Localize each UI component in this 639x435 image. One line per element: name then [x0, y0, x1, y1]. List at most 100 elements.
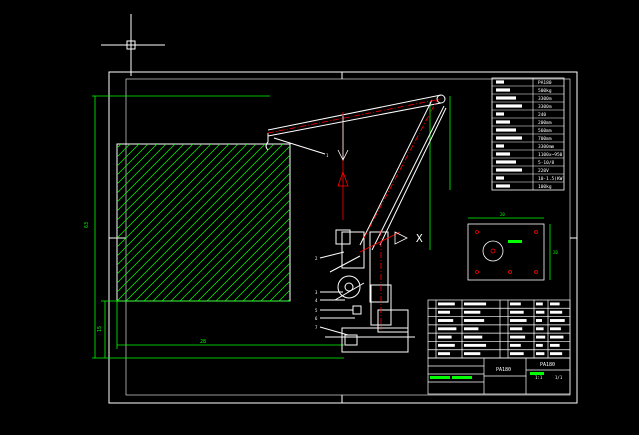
- crosshair-cursor-icon[interactable]: [101, 14, 165, 76]
- hatch-line: [161, 172, 290, 301]
- parts-cell-text: [536, 319, 542, 322]
- hatch-line: [143, 154, 290, 301]
- spec-row-value: 3300m: [538, 104, 552, 110]
- hatch-line: [117, 144, 239, 266]
- hatch-line: [206, 217, 290, 301]
- spec-row-value: 3300mm: [538, 144, 555, 150]
- spec-row-value: 1100x~950: [538, 152, 563, 158]
- axis-x-label: X: [416, 232, 423, 245]
- leader-1: [273, 137, 326, 155]
- hatch-line: [117, 144, 275, 301]
- title-block-texts: PA180 PA180 1:1 1/1: [430, 362, 563, 380]
- hatch-line: [117, 144, 230, 257]
- parts-cell-text: [510, 335, 526, 339]
- machine-base: [341, 327, 409, 353]
- title-part-name: PA180: [496, 367, 511, 373]
- balloon-4: 4: [315, 298, 318, 303]
- arm-red-link: [359, 231, 401, 253]
- spec-row-label: [496, 112, 504, 116]
- dim-text-total-height: 63: [84, 222, 90, 228]
- hook: [265, 133, 269, 151]
- parts-cell-text: [510, 343, 521, 347]
- parts-cell-text: [536, 310, 545, 314]
- parts-cell-text: [438, 310, 450, 314]
- hatch-line: [260, 271, 290, 301]
- spec-row-label: [496, 144, 504, 148]
- center-line-arm: [363, 99, 438, 239]
- diagonal-arm-right: [371, 105, 445, 251]
- parts-cell-text: [438, 352, 450, 356]
- parts-cell-text: [438, 327, 457, 331]
- base-plate-hole-center: [490, 248, 496, 254]
- spec-row-label: [496, 168, 522, 172]
- parts-cell-text: [464, 310, 481, 314]
- base-plate-outline: [467, 223, 545, 281]
- parts-cell-text: [550, 352, 563, 356]
- upper-boom-bottom: [267, 102, 442, 137]
- load-marker: [337, 170, 349, 187]
- title-green-mark-3: [530, 372, 544, 375]
- vertical-pendant: [337, 116, 349, 161]
- spec-row-value: 500kg: [538, 88, 552, 94]
- title-green-mark-2: [452, 376, 472, 379]
- parts-cell-text: [464, 319, 485, 322]
- bolt-hole-1: [475, 230, 479, 234]
- column-right: [369, 231, 389, 303]
- axis-arrow-icon: [394, 231, 408, 245]
- hatch-line: [117, 144, 176, 203]
- hatch-line: [117, 144, 194, 221]
- parts-cell-text: [464, 343, 487, 347]
- leader-2: [319, 251, 345, 259]
- center-line-boom: [267, 98, 442, 134]
- spec-row-value: 10-1.5(KW): [538, 176, 565, 182]
- dim-text-lower-height: 15: [97, 326, 103, 332]
- hatch-line: [170, 181, 290, 301]
- spec-row-label: [496, 104, 522, 108]
- hatch-lines: [117, 144, 290, 301]
- spec-row-label: [496, 184, 510, 188]
- parts-cell-text: [464, 302, 487, 306]
- parallel-rod: [379, 107, 447, 246]
- parts-cell-text: [550, 335, 564, 339]
- spec-row-value: 5-10/8: [538, 160, 555, 166]
- plate-dim-height-text: 20: [553, 250, 558, 255]
- spec-row-value: 700mm: [538, 136, 552, 142]
- bolt-hole-4: [534, 270, 538, 274]
- diagonal-arm-left: [359, 99, 433, 246]
- spec-row-value: PA180: [538, 80, 552, 86]
- spec-row-value: 220V: [538, 168, 549, 174]
- spec-table: PA180500kg3300m3300m240200mm560mm700mm33…: [491, 77, 565, 191]
- hatch-line: [117, 144, 266, 293]
- hatch-line: [134, 145, 290, 301]
- balloon-1: 1: [326, 153, 329, 158]
- spec-row-label: [496, 96, 516, 100]
- balloon-2: 2: [315, 256, 318, 261]
- hatch-line: [117, 144, 149, 176]
- plate-dim-texts: 20 20: [500, 212, 558, 255]
- hatch-line: [117, 144, 248, 275]
- bolt-hole-3: [475, 270, 479, 274]
- balloon-7: 7: [315, 325, 318, 330]
- parts-cell-text: [536, 327, 544, 331]
- center-lines: [267, 98, 442, 330]
- balloons: 1 2 3 4 5 6 7: [315, 153, 329, 330]
- spec-row-label: [496, 80, 504, 84]
- spec-row-value: 240: [538, 112, 546, 118]
- column-cap: [335, 229, 351, 245]
- plate-marker: [508, 240, 522, 243]
- drawing-frame: [108, 71, 578, 404]
- spec-row-label: [496, 136, 522, 140]
- base-plate-center-hole: [482, 240, 504, 262]
- parts-cell-text: [550, 310, 563, 314]
- hatch-line: [117, 144, 203, 230]
- slew-arm: [329, 255, 361, 273]
- title-scale: 1:1: [535, 375, 543, 380]
- spec-row-value: 200mm: [538, 120, 552, 126]
- hatch-line: [117, 144, 158, 185]
- parts-cell-text: [510, 310, 524, 314]
- balloon-3: 3: [315, 290, 318, 295]
- spec-row-label: [496, 88, 510, 92]
- slew-bearing: [337, 275, 361, 299]
- hatch-line: [224, 235, 290, 301]
- hatch-line: [117, 144, 212, 239]
